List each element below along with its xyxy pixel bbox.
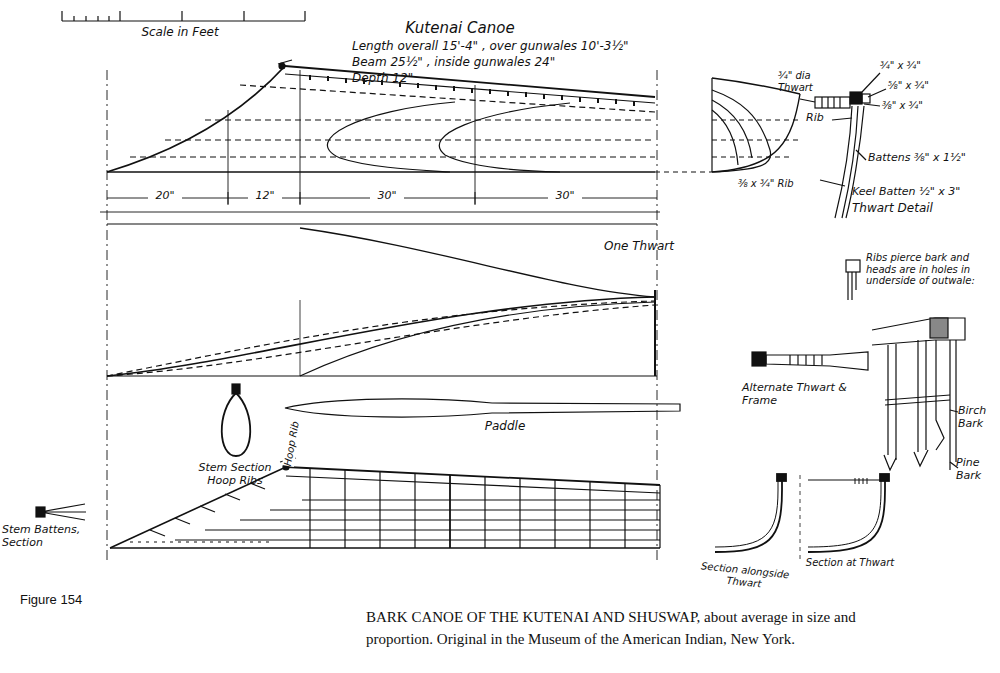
dimension-note: Beam 25½" , inside gunwales 24" — [352, 56, 652, 70]
station-lines — [107, 70, 657, 560]
detail-title: Section alongside Thwart — [698, 560, 792, 592]
part-label: Paddle — [470, 420, 540, 434]
stem-battens-icon — [36, 504, 86, 520]
part-label: Stem Section Hoop Ribs — [190, 462, 280, 487]
dimension-callout: Battens ⅜" x 1½" — [868, 152, 978, 165]
scale-label: Scale in Feet — [110, 26, 250, 40]
station-spacing: 20" — [148, 190, 182, 203]
dimension-note: Depth 12" — [352, 72, 472, 86]
detail-title: Section at Thwart — [800, 557, 900, 569]
material-label: Birch Bark — [958, 405, 996, 430]
cross-sections — [715, 474, 889, 560]
drawing-title: Kutenai Canoe — [370, 20, 550, 37]
frame-detail — [872, 318, 965, 470]
plan-view — [107, 224, 657, 376]
part-label: One Thwart — [604, 240, 694, 254]
part-label: Rib — [806, 112, 836, 125]
profile-view — [107, 60, 655, 172]
dimension-note: Length overall 15'-4" , over gunwales 10… — [352, 40, 712, 54]
dimension-callout: ⅜" x ¾" — [882, 100, 942, 112]
scale-bar — [62, 11, 305, 21]
part-label: Hoop Rib — [282, 416, 302, 467]
dimension-callout: ¾" dia Thwart — [778, 70, 824, 93]
figure-caption: BARK CANOE OF THE KUTENAI AND SHUSWAP, a… — [366, 606, 926, 650]
station-spacing: 30" — [370, 190, 404, 203]
dimension-callout: Keel Batten ½" x 3" — [852, 186, 982, 199]
detail-title: Thwart Detail — [852, 202, 962, 216]
station-spacing: 12" — [248, 190, 282, 203]
part-label: Stem Battens, Section — [2, 524, 92, 549]
detail-title: Alternate Thwart & Frame — [742, 382, 852, 407]
alternate-thwart — [752, 352, 868, 370]
rib-head-icon — [846, 260, 860, 300]
material-label: Pine Bark — [956, 457, 996, 482]
station-spacing: 30" — [548, 190, 582, 203]
framing-elevation — [110, 458, 660, 548]
figure-number: Figure 154 — [20, 592, 110, 607]
stem-section — [222, 384, 251, 456]
dimension-callout: ¾" x ¾" — [880, 60, 940, 72]
dimension-callout: ⅝" x ¾" — [888, 80, 948, 92]
paddle — [285, 399, 680, 417]
note: Ribs pierce bark and heads are in holes … — [866, 252, 996, 287]
dimension-callout: ⅜ x ¾" Rib — [738, 178, 828, 190]
